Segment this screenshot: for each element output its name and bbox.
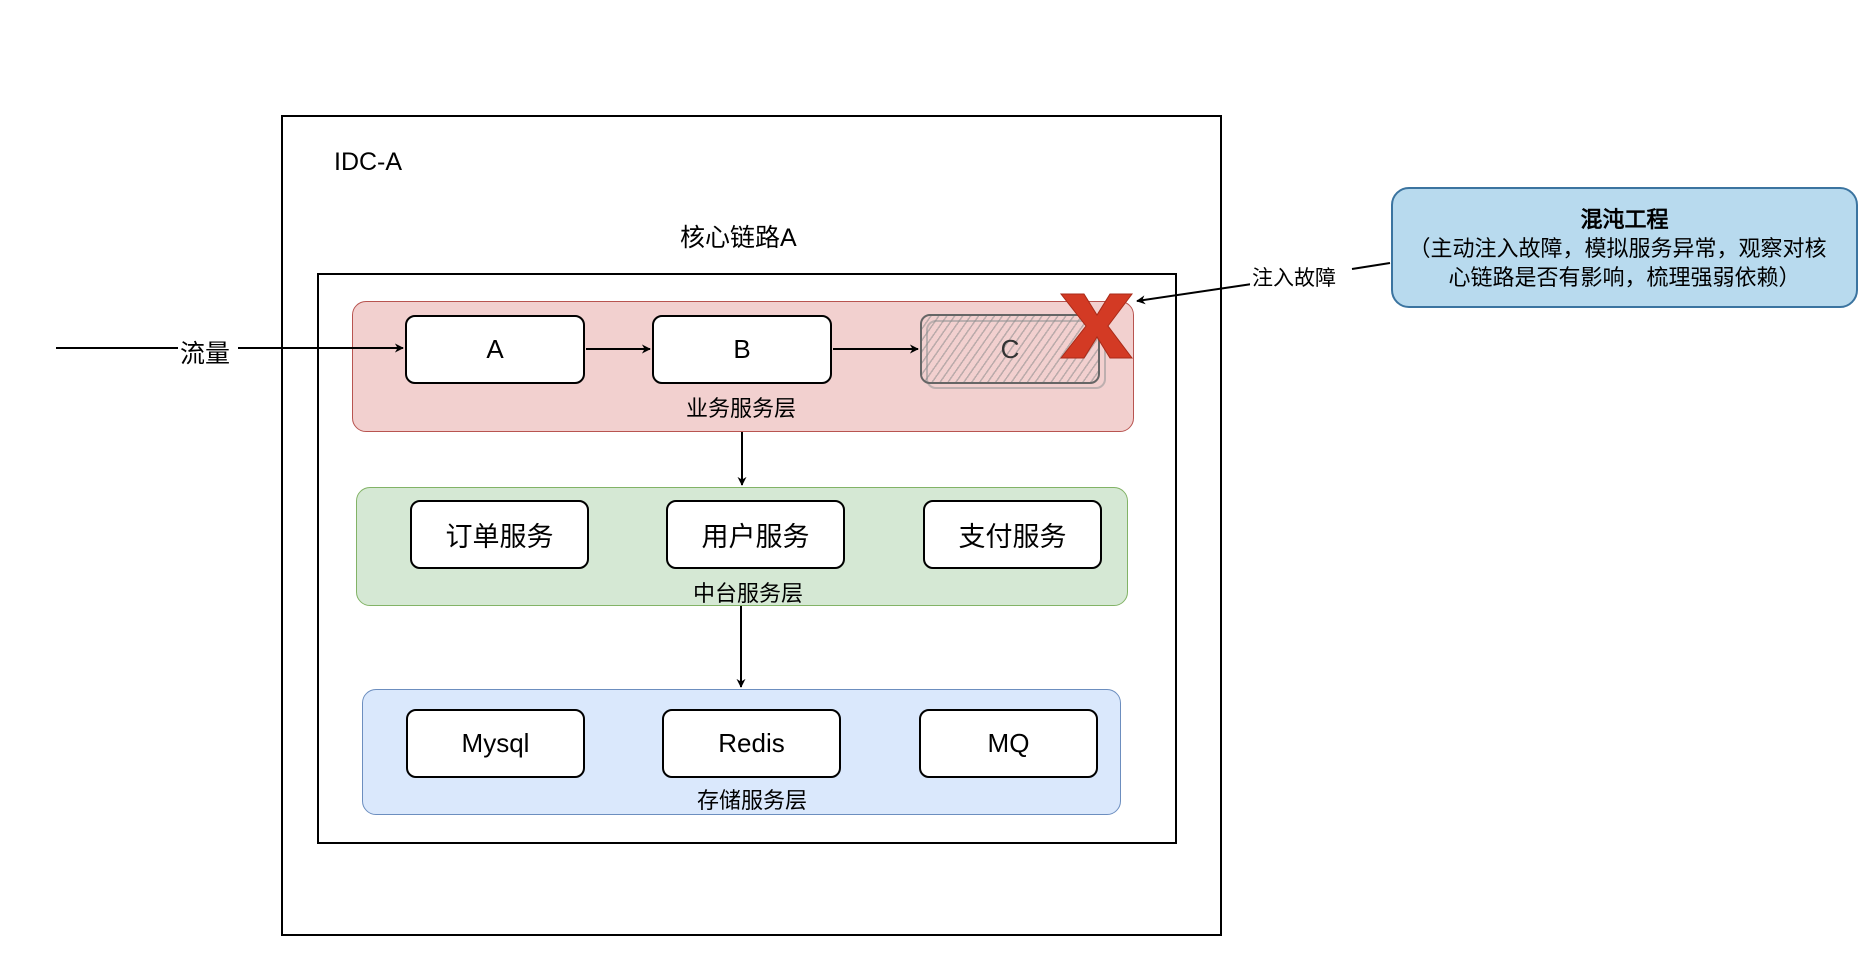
node-a[interactable]: A [405,315,585,384]
node-mq[interactable]: MQ [919,709,1098,778]
node-mysql[interactable]: Mysql [406,709,585,778]
node-b[interactable]: B [652,315,832,384]
inject-fault-label: 注入故障 [1250,262,1338,292]
callout-line-1: （主动注入故障，模拟服务异常，观察对核 [1408,236,1827,261]
chaos-engineering-callout[interactable]: 混沌工程 （主动注入故障，模拟服务异常，观察对核 心链路是否有影响，梳理强弱依赖… [1391,187,1858,308]
middle-layer-label: 中台服务层 [692,581,804,606]
idc-container[interactable] [281,115,1222,936]
core-chain-container[interactable] [317,273,1177,844]
idc-label: IDC-A [334,148,403,176]
inject-edge-tail [1351,262,1391,270]
node-payment-service[interactable]: 支付服务 [923,500,1102,569]
storage-layer-label: 存储服务层 [696,788,808,813]
business-layer-label: 业务服务层 [685,396,797,421]
callout-title: 混沌工程 [1580,207,1669,232]
fault-x-icon [1059,293,1133,359]
core-chain-title: 核心链路A [680,224,797,252]
callout-line-2: 心链路是否有影响，梳理强弱依赖） [1448,265,1801,290]
inject-fault-edge [1136,283,1253,305]
traffic-label: 流量 [180,334,231,370]
node-order-service[interactable]: 订单服务 [410,500,589,569]
node-user-service[interactable]: 用户服务 [666,500,845,569]
node-redis[interactable]: Redis [662,709,841,778]
